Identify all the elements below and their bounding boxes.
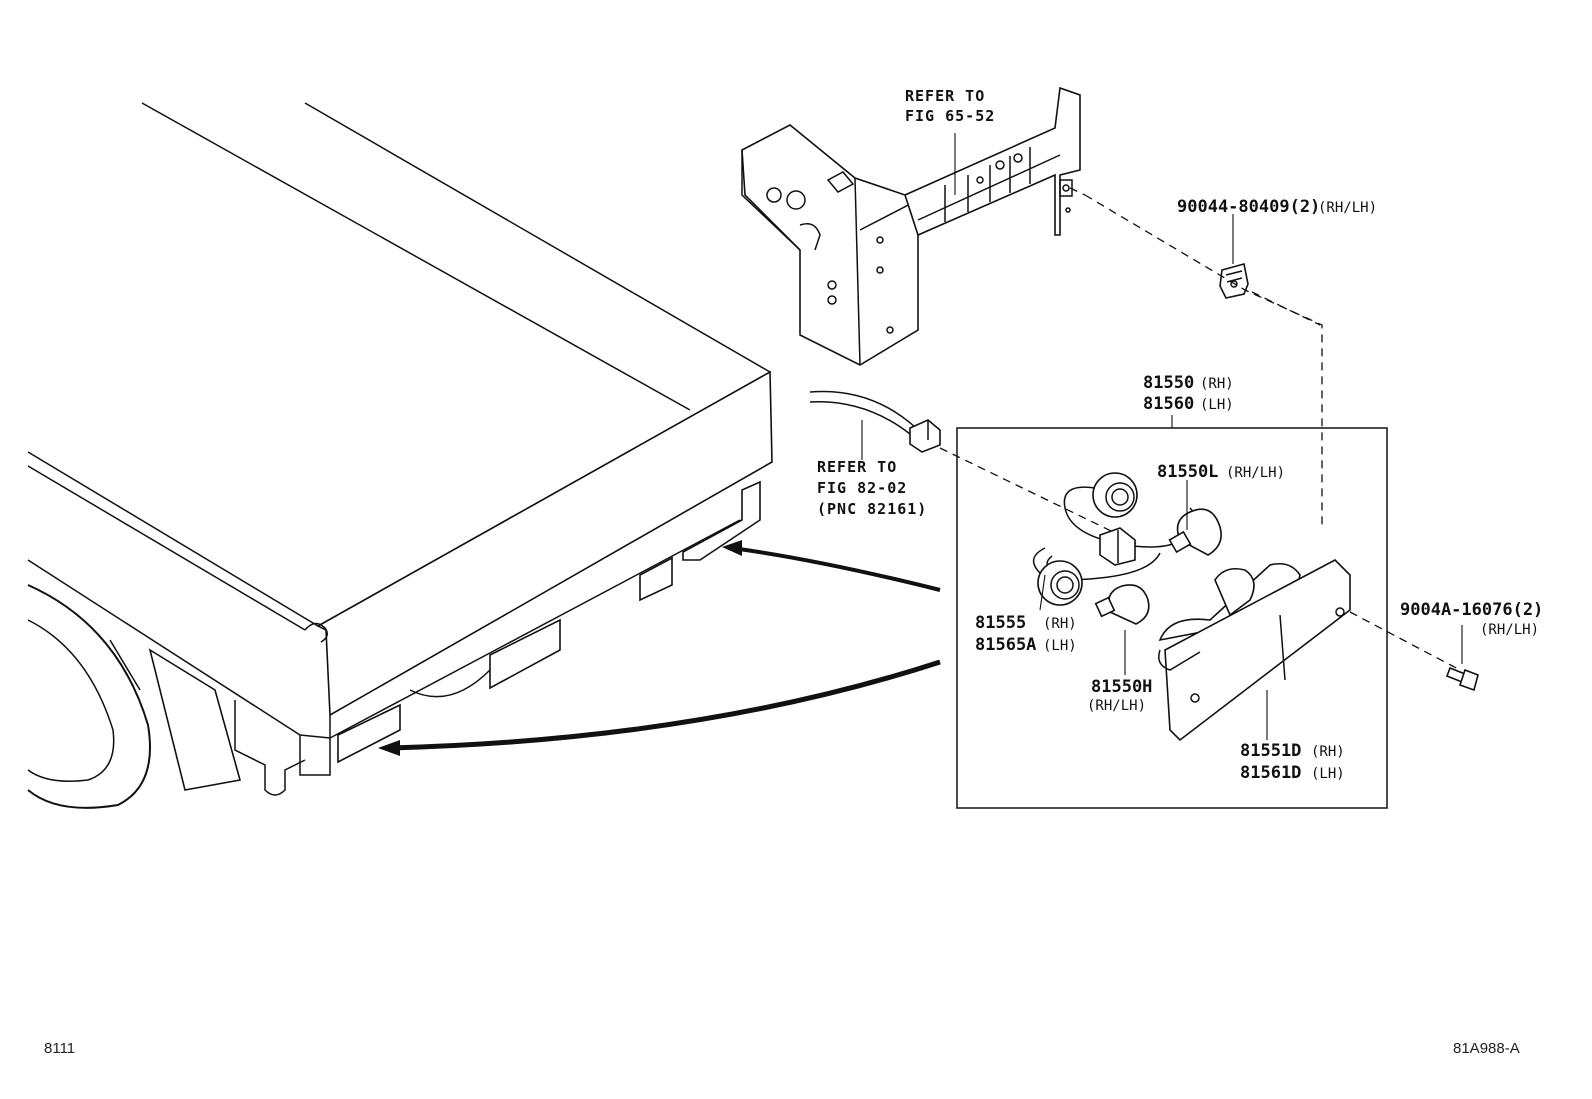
harness-connector-drawing (809, 390, 941, 453)
lamp-lens-drawing (1158, 559, 1351, 742)
refer-fig-82-02-line3: (PNC 82161) (817, 500, 927, 518)
truck-bed-drawing (27, 102, 773, 809)
mounting-bracket-drawing (741, 86, 1081, 366)
refer-fig-65-52-line1: REFER TO (905, 87, 985, 105)
lamp-assy-lh-side: (LH) (1200, 397, 1234, 413)
assembly-arrows (378, 540, 941, 756)
lamp-assy-rh-number: 81550 (1143, 373, 1194, 393)
footer-left-code: 8111 (44, 1040, 75, 1057)
socket-lh-side: (LH) (1043, 638, 1077, 654)
lens-rh-side: (RH) (1311, 744, 1345, 760)
bulb-h-number: 81550H (1091, 677, 1152, 697)
socket-lh-number: 81565A (975, 635, 1036, 655)
lens-lh-side: (LH) (1311, 766, 1345, 782)
bulb-81550l-icon (1168, 508, 1222, 556)
socket-rh-side: (RH) (1043, 616, 1077, 632)
clip-part-number: 90044-80409(2) (1177, 197, 1320, 217)
refer-fig-65-52-line2: FIG 65-52 (905, 107, 995, 125)
lamp-assy-rh-side: (RH) (1200, 376, 1234, 392)
bulb-l-side: (RH/LH) (1226, 465, 1285, 481)
screw-part-number: 9004A-16076(2) (1400, 600, 1543, 620)
footer-right-code: 81A988-A (1453, 1040, 1520, 1057)
bulb-81550h-icon (1094, 584, 1150, 625)
refer-fig-82-02-line1: REFER TO (817, 458, 897, 476)
clip-icon (1219, 263, 1249, 299)
lens-lh-number: 81561D (1240, 763, 1301, 783)
screw-icon (1445, 666, 1479, 692)
refer-fig-82-02-line2: FIG 82-02 (817, 479, 907, 497)
bulb-h-side: (RH/LH) (1087, 698, 1146, 714)
clip-part-side: (RH/LH) (1318, 200, 1377, 216)
socket-wire-drawing (1032, 472, 1198, 606)
screw-part-side: (RH/LH) (1480, 622, 1539, 638)
lamp-assy-lh-number: 81560 (1143, 394, 1194, 414)
bulb-l-number: 81550L (1157, 462, 1218, 482)
lens-rh-number: 81551D (1240, 741, 1301, 761)
socket-rh-number: 81555 (975, 613, 1026, 633)
